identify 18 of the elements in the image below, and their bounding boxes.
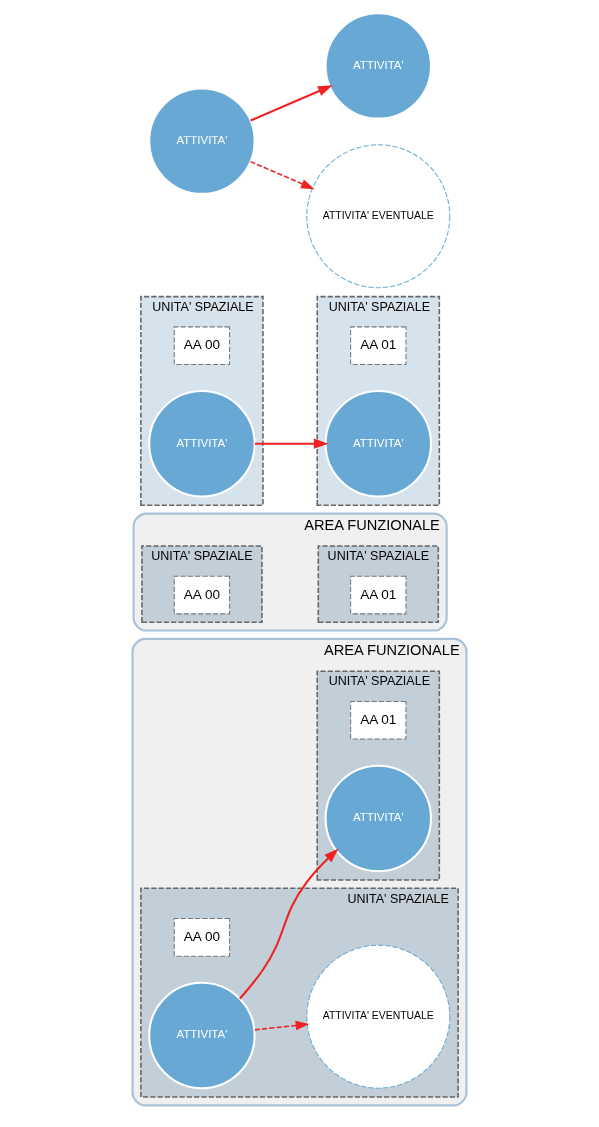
node-circle: ATTIVITA': [148, 390, 256, 498]
arrow: [254, 438, 329, 449]
node-box: AA 01: [350, 701, 407, 740]
node-box: AA 00: [173, 575, 231, 615]
node-circle: ATTIVITA': [148, 981, 256, 1090]
node-circle: ATTIVITA' EVENTUALE: [306, 944, 451, 1089]
node-box: AA 00: [173, 326, 231, 365]
arrow: [238, 848, 339, 1000]
node-circle: ATTIVITA': [324, 390, 433, 498]
node-circle: ATTIVITA' EVENTUALE: [306, 144, 451, 289]
arrow: [249, 160, 315, 190]
node-circle: ATTIVITA': [148, 87, 256, 195]
node-box: AA 01: [350, 575, 407, 615]
node-box: AA 01: [350, 326, 407, 365]
node-circle: ATTIVITA': [324, 12, 433, 120]
arrow: [254, 1020, 310, 1031]
node-box: AA 00: [173, 918, 231, 957]
arrow: [250, 85, 333, 122]
